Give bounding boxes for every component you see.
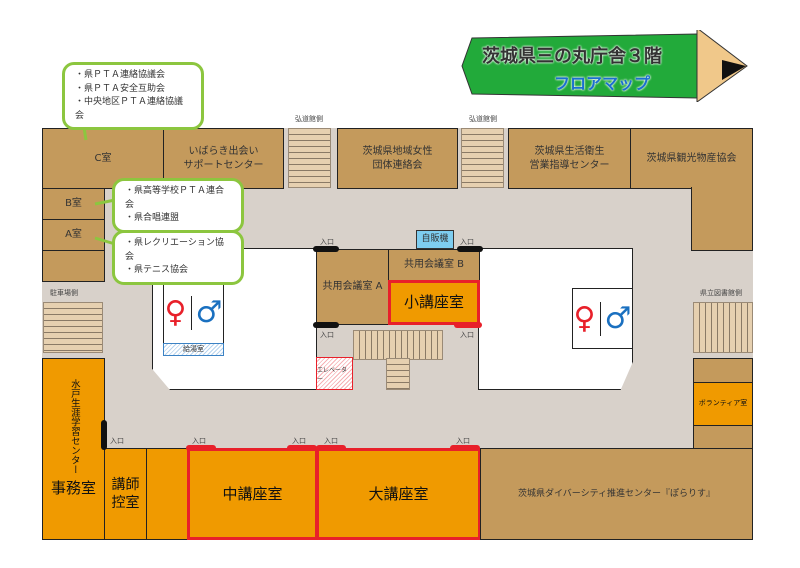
label-parking-side: 駐車場側 [50, 289, 78, 297]
callout-item: ・県テニス協会 [125, 265, 189, 275]
room-label: 茨城県生活衛生 営業指導センター [529, 146, 610, 171]
stairs-1 [288, 128, 331, 188]
room-sho-koza[interactable]: 小講座室 [388, 280, 480, 325]
room-dai-koza[interactable]: 大講座室 [316, 448, 481, 540]
entrance-label: 入口 [192, 437, 206, 445]
room-label: C室 [94, 152, 112, 164]
entrance-label: 入口 [324, 437, 338, 445]
room-right-small [693, 358, 753, 383]
stairs-center-lower [386, 358, 410, 390]
room-eisei[interactable]: 茨城県生活衛生 営業指導センター [508, 128, 631, 189]
elevator-label: エレベーター [317, 366, 348, 383]
room-label: A室 [65, 229, 82, 241]
entrance-dai-2[interactable] [450, 445, 480, 451]
room-kyoyo-b[interactable]: 共用会議室 B [388, 249, 480, 281]
kyuto-room: 給湯室 [163, 343, 224, 356]
female-restroom-icon: ♀ [573, 300, 596, 336]
stairs-left [43, 302, 103, 353]
callout-item: ・中央地区ＰＴＡ連絡協議会 [75, 97, 184, 121]
room-label: 茨城県地域女性 団体連絡会 [362, 146, 433, 171]
callout-item: ・県レクリエーション協会 [125, 238, 224, 262]
stairs-2 [461, 128, 504, 188]
room-label: 大講座室 [368, 484, 429, 503]
kyuto-label: 給湯室 [183, 345, 204, 353]
room-chu-koza[interactable]: 中講座室 [187, 448, 318, 540]
entrance-chu-2[interactable] [287, 445, 317, 451]
stairs-right [693, 302, 753, 353]
callout-item: ・県ＰＴＡ連絡協議会 [75, 70, 166, 80]
entrance-mito[interactable] [101, 420, 107, 450]
title-banner: 茨城県三の丸庁舎３階 フロアマップ [452, 30, 752, 102]
entrance-label: 入口 [460, 331, 474, 339]
callout-b-room: ・県高等学校ＰＴＡ連合会 ・県合唱連盟 [112, 178, 244, 233]
callout-item: ・県ＰＴＡ安全互助会 [75, 83, 166, 94]
vending-label: 自販機 [421, 234, 449, 244]
label-hirodo-side: 弘道館側 [469, 115, 497, 123]
room-label: 講師 控室 [111, 476, 140, 511]
entrance-label: 入口 [320, 238, 334, 246]
entrance-label: 入口 [110, 437, 124, 445]
callout-item: ・県高等学校ＰＴＡ連合会 [125, 186, 225, 210]
elevator: エレベーター [316, 357, 353, 390]
pencil-icon [461, 30, 748, 102]
entrance-label: 入口 [292, 437, 306, 445]
title-main: 茨城県三の丸庁舎３階 [482, 46, 662, 67]
room-label: B室 [65, 198, 82, 210]
entrance-label: 入口 [320, 331, 334, 339]
room-blank [42, 250, 105, 282]
room-label: 茨城県観光物産協会 [646, 152, 737, 164]
entrance-label: 入口 [460, 238, 474, 246]
room-koshi-hikae[interactable]: 講師 控室 [104, 448, 147, 540]
callout-c-room: ・県ＰＴＡ連絡協議会 ・県ＰＴＡ安全互助会 ・中央地区ＰＴＡ連絡協議会 [62, 62, 204, 130]
mito-center-label: 水戸生涯学習センター [68, 379, 80, 474]
room-label: 小講座室 [403, 293, 464, 312]
room-label: いばらき出会い サポートセンター [183, 146, 264, 171]
jimu-label: 事務室 [50, 479, 96, 497]
label-hirodo-side: 弘道館側 [295, 115, 323, 123]
restroom-left: ♀♂ [163, 282, 224, 344]
entrance-kyoyo-a-top[interactable] [313, 246, 339, 252]
callout-item: ・県合唱連盟 [125, 213, 180, 223]
room-label: 茨城県ダイバーシティ推進センター『ぽらりす』 [517, 488, 716, 499]
room-label: 共用会議室 B [403, 259, 465, 271]
entrance-dai-1[interactable] [316, 445, 346, 451]
room-josei[interactable]: 茨城県地域女性 団体連絡会 [337, 128, 458, 189]
male-restroom-icon: ♂ [604, 300, 632, 336]
callout-a-room: ・県レクリエーション協会 ・県テニス協会 [112, 230, 244, 285]
restroom-right: ♀♂ [572, 288, 633, 349]
room-label: 共用会議室 A [322, 281, 383, 293]
room-mito-jimu[interactable]: 水戸生涯学習センター 事務室 [42, 358, 105, 540]
room-diversity[interactable]: 茨城県ダイバーシティ推進センター『ぽらりす』 [480, 448, 753, 540]
entrance-kyoyo-a-bottom[interactable] [313, 322, 339, 328]
room-kanko-extension [691, 187, 753, 251]
entrance-label: 入口 [456, 437, 470, 445]
room-a[interactable]: A室 [42, 219, 105, 251]
entrance-sho-koza[interactable] [454, 322, 482, 328]
entrance-chu-1[interactable] [186, 445, 216, 451]
vending-machine: 自販機 [416, 230, 454, 249]
title-sub: フロアマップ [554, 74, 651, 93]
female-restroom-icon: ♀ [164, 295, 187, 330]
room-volunteer[interactable]: ボランティア室 [693, 382, 753, 426]
entrance-kyoyo-b-top[interactable] [457, 246, 483, 252]
label-library-side: 県立図書館側 [700, 289, 742, 297]
male-restroom-icon: ♂ [195, 295, 223, 330]
room-label: ボランティア室 [698, 399, 748, 408]
room-kyoyo-a[interactable]: 共用会議室 A [316, 249, 389, 325]
room-label: 中講座室 [222, 484, 283, 503]
